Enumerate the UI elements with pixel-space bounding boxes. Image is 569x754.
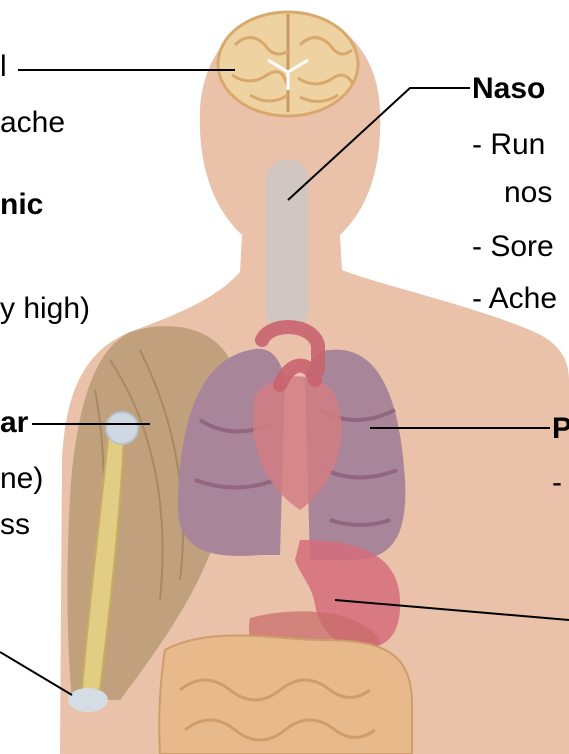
label-brain-partial: l [0,50,7,84]
label-muscular-partial: ar [0,406,28,440]
elbow-joint [68,688,108,712]
label-naso-item1-partial: - Run [472,128,545,162]
label-brain-sub-partial: ache [0,106,65,140]
label-fever-partial: y high) [0,292,90,326]
label-muscular-sub2-partial: ss [0,508,30,542]
intestines [159,636,412,754]
label-pulmonary-item-partial: - [552,466,562,500]
label-systemic-partial: nic [0,188,43,222]
shoulder-joint [106,412,138,444]
label-naso-item2-partial: - Sore [472,230,554,264]
label-naso-item3-partial: - Ache [472,282,557,316]
label-naso-item1-cont-partial: nos [504,176,552,210]
label-muscular-sub1-partial: ne) [0,462,43,496]
label-nasopharynx-partial: Naso [472,72,545,106]
brain [218,12,358,116]
trachea [266,160,308,330]
label-pulmonary-partial: P [552,412,569,446]
